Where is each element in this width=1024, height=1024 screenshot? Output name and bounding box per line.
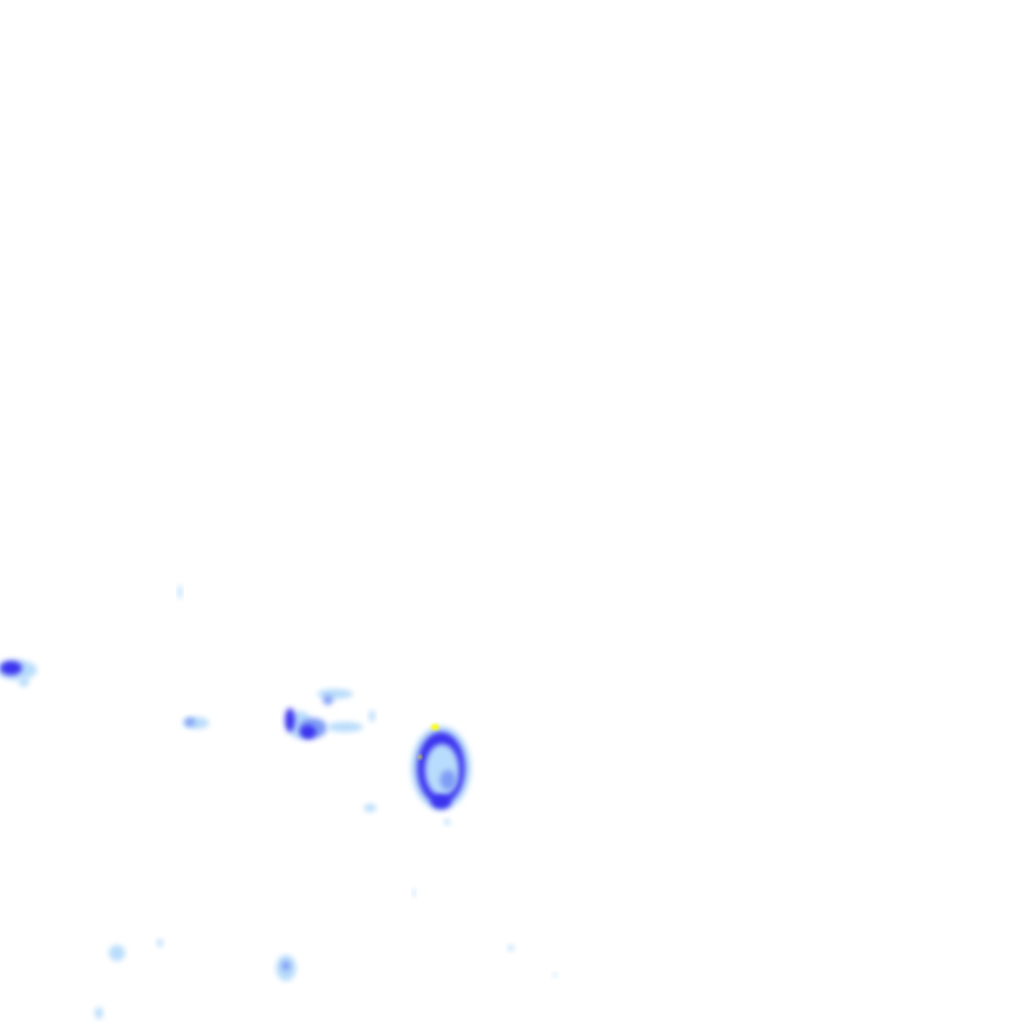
precip-cell-small <box>553 973 557 977</box>
precip-cell-small <box>364 804 376 812</box>
precip-cell-arc <box>323 695 333 705</box>
precip-cell-small <box>412 889 416 897</box>
precip-cell-ring-inner <box>425 744 459 796</box>
precip-cell-small <box>185 718 195 726</box>
precip-cell-small <box>109 945 125 961</box>
precip-cell-small <box>157 939 163 947</box>
precip-cell-small <box>508 945 514 951</box>
precip-cell-ring-inner <box>440 770 456 790</box>
precip-cell-ring-south <box>431 795 451 809</box>
precip-cell-west <box>19 677 29 687</box>
precip-cell-arc <box>317 689 353 699</box>
precip-cell-small <box>95 1007 103 1019</box>
precip-cell-small <box>178 585 182 599</box>
precip-cell-small <box>282 961 290 971</box>
precip-cell-west <box>0 661 22 675</box>
precip-cell-arc <box>327 722 363 732</box>
precip-cell-small <box>444 819 450 825</box>
precip-peak <box>418 755 422 759</box>
precip-cell-arc <box>369 710 375 722</box>
precip-cell-arc <box>300 725 316 739</box>
precip-peak <box>431 724 439 730</box>
precip-cell-arc <box>285 708 295 732</box>
